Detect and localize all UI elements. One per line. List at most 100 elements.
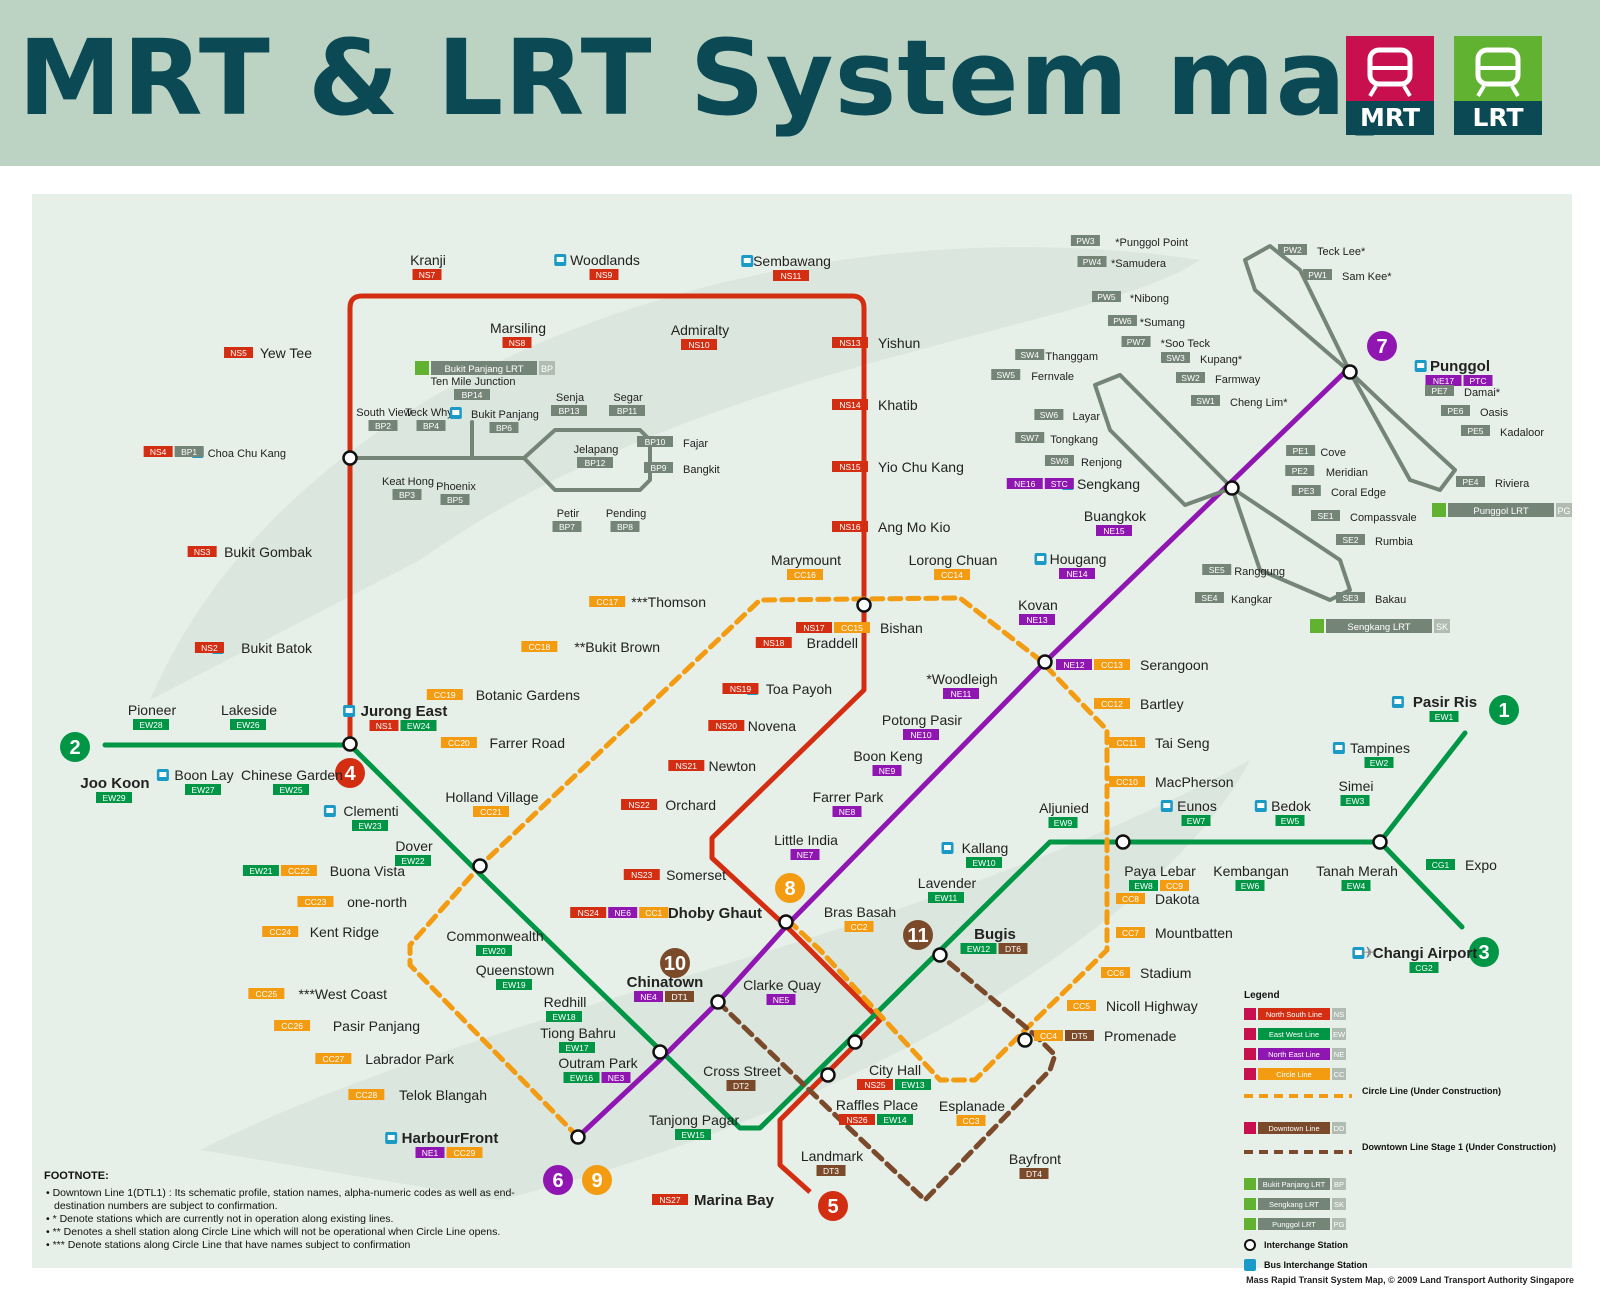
station-damai[interactable]: Damai*PE7	[1425, 385, 1501, 399]
station-cheng-lim[interactable]: Cheng Lim*SW1	[1191, 395, 1288, 409]
station-kupang[interactable]: Kupang*SW3	[1161, 352, 1243, 366]
station-teck-lee[interactable]: Teck Lee*PW2	[1278, 244, 1366, 258]
